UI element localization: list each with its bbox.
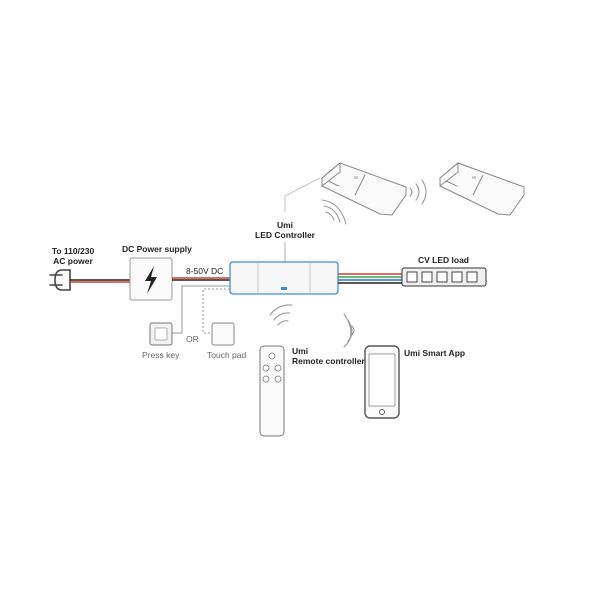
led-chip-icon — [466, 271, 478, 283]
press-key-device — [149, 322, 173, 346]
app-label: Umi Smart App — [404, 348, 466, 358]
touch-pad-wire — [202, 288, 230, 334]
remote-label: Umi Remote controller — [292, 346, 365, 366]
ac-power-label: To 110/230 AC power — [51, 246, 95, 266]
led-controller-unit — [229, 261, 339, 295]
wireless-controller-1 — [321, 161, 407, 216]
rgb-output-wires — [338, 273, 402, 284]
dc-supply-label: DC Power supply — [122, 244, 192, 254]
voltage-label: 8-50V DC — [186, 266, 224, 276]
power-plug-icon — [49, 269, 71, 291]
wireless-controller-2 — [439, 161, 525, 216]
ac-wire — [70, 279, 130, 283]
press-key-wire — [172, 285, 230, 334]
or-label: OR — [186, 334, 199, 344]
led-chip-icon — [421, 271, 433, 283]
led-load-label: CV LED load — [418, 255, 470, 265]
led-chip-icon — [406, 271, 418, 283]
dc-power-supply — [129, 257, 173, 301]
led-chip-icon — [436, 271, 448, 283]
remote-controller-device — [259, 345, 285, 437]
press-key-label: Press key — [142, 350, 180, 360]
cv-led-strip — [401, 267, 487, 287]
controller-link-line — [284, 177, 321, 212]
touch-pad-label: Touch pad — [207, 350, 247, 360]
smartphone-device — [364, 345, 400, 419]
dc-wire — [172, 277, 230, 281]
wireless-signal-icon — [269, 179, 427, 348]
lightning-bolt-icon — [145, 266, 157, 294]
controller-label: Umi LED Controller — [255, 220, 315, 240]
led-chip-icon — [451, 271, 463, 283]
touch-pad-device — [211, 322, 235, 346]
